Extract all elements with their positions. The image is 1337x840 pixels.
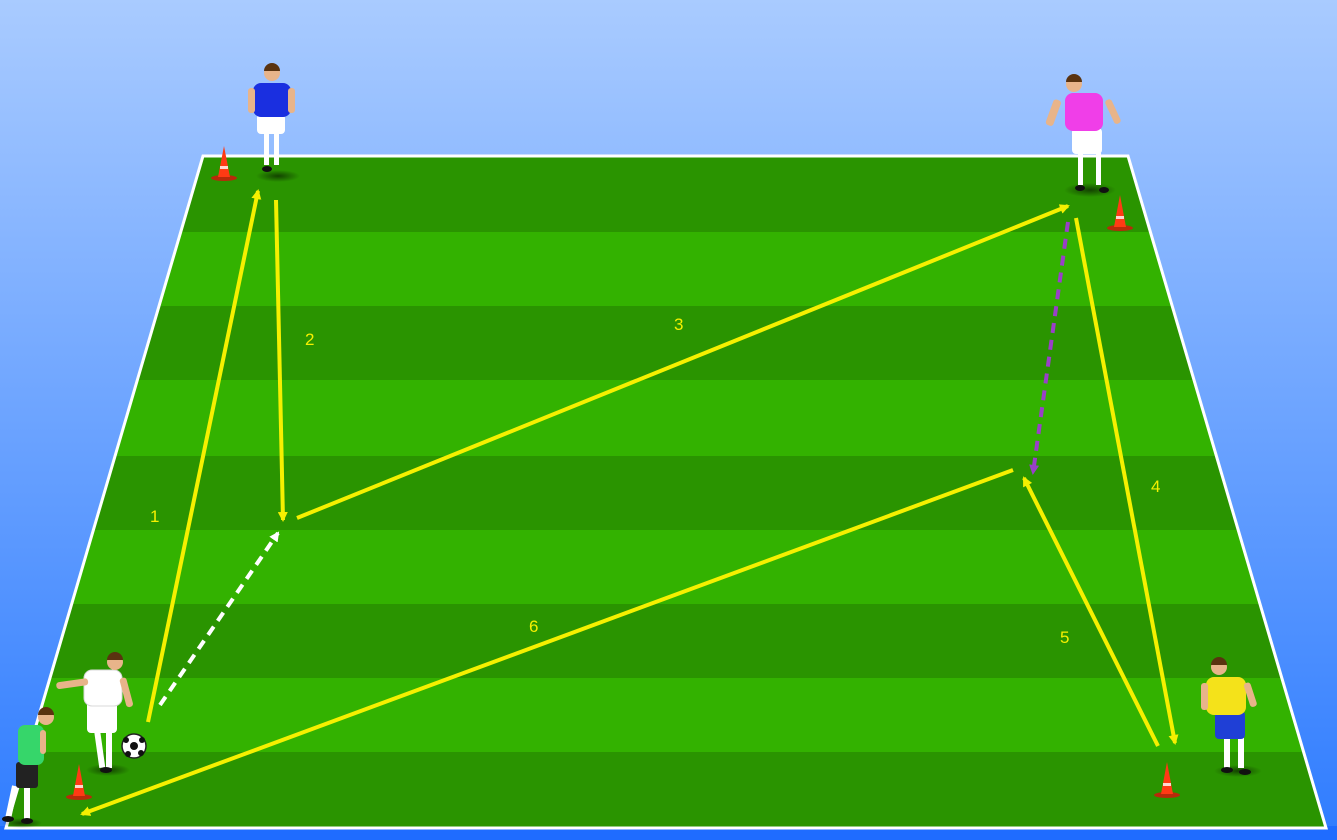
soccer-ball <box>122 734 146 758</box>
pass-label-4: 4 <box>1151 477 1160 496</box>
pass-label-5: 5 <box>1060 628 1069 647</box>
pitch <box>0 156 1337 828</box>
pass-label-2: 2 <box>305 330 314 349</box>
pass-label-6: 6 <box>529 617 538 636</box>
pass-label-3: 3 <box>674 315 683 334</box>
pass-label-1: 1 <box>150 507 159 526</box>
